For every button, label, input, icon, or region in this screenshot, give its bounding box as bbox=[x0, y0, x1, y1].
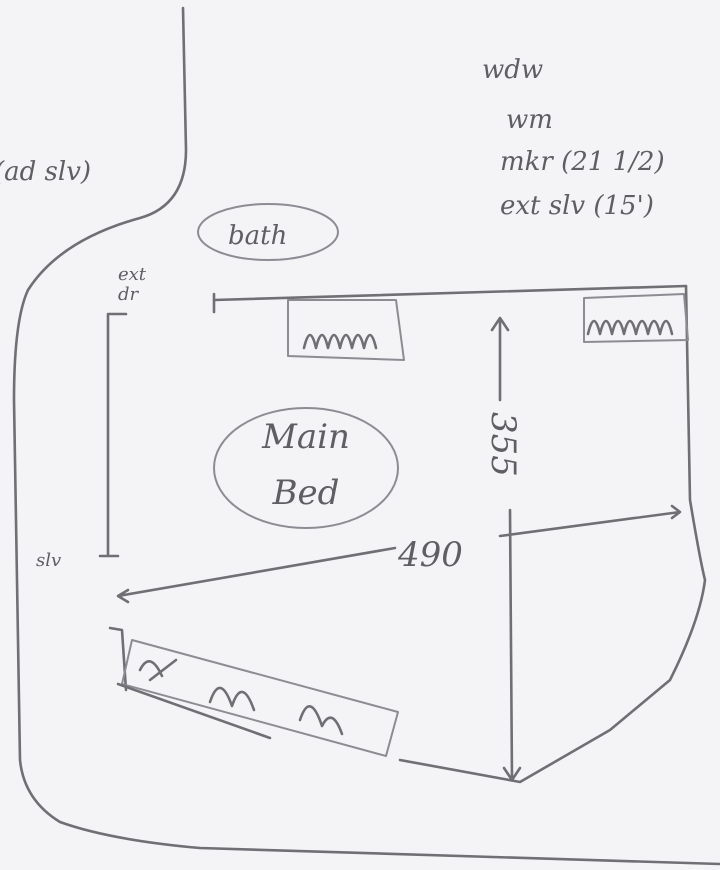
legend: wdw wm mkr (21 1/2) ext slv (15') bbox=[482, 55, 665, 221]
left-wall bbox=[98, 312, 128, 558]
top-left-partial-label: (ad slv) bbox=[0, 157, 91, 187]
width-dimension-label: 490 bbox=[397, 535, 463, 575]
legend-item: wdw bbox=[482, 55, 543, 85]
label-line: Bed bbox=[272, 473, 340, 513]
bath-oval bbox=[197, 203, 339, 261]
outer-wall-outline bbox=[12, 6, 720, 866]
hatched-bench bbox=[116, 639, 399, 757]
label-line: dr bbox=[118, 284, 140, 305]
legend-item: wm bbox=[506, 105, 553, 135]
label-line: Main bbox=[261, 417, 350, 457]
window-top-center bbox=[287, 299, 405, 361]
top-wall bbox=[212, 284, 688, 302]
legend-item: mkr (21 1/2) bbox=[500, 147, 665, 177]
slv-label: slv bbox=[36, 550, 61, 571]
legend-item: ext slv (15') bbox=[500, 191, 654, 221]
main-bed-oval bbox=[213, 407, 399, 529]
right-wall bbox=[398, 284, 707, 784]
window-top-right bbox=[583, 293, 689, 343]
depth-dimension-line bbox=[490, 316, 522, 782]
label-line: ext bbox=[118, 264, 147, 285]
bath-label: bath bbox=[228, 221, 287, 251]
depth-dimension-label: 355 bbox=[483, 412, 523, 477]
width-dimension-line bbox=[116, 504, 682, 604]
